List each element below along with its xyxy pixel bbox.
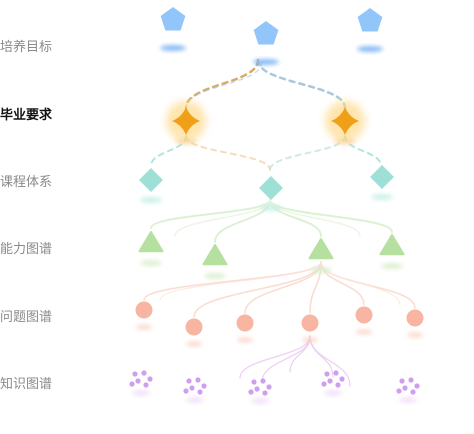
circle-icon bbox=[185, 318, 203, 336]
dot-cluster-icon bbox=[129, 370, 153, 388]
dot-cluster-icon bbox=[183, 377, 207, 395]
pentagon-icon bbox=[253, 21, 279, 45]
diamond-shadow-2 bbox=[371, 194, 393, 200]
dot-cluster-icon-dot-1 bbox=[333, 370, 339, 376]
circle-icon bbox=[301, 314, 319, 332]
dot-cluster-icon-dot-4 bbox=[335, 382, 341, 388]
circle-shadow-1 bbox=[186, 341, 202, 347]
dot-cluster-icon-dot-2 bbox=[339, 376, 345, 382]
pentagon-shadow-0 bbox=[160, 45, 186, 51]
nodes-layer bbox=[129, 7, 424, 404]
dot-cluster-icon-dot-3 bbox=[402, 385, 408, 391]
dot-cluster-icon bbox=[248, 378, 272, 396]
edge-diamond-triangle-3 bbox=[269, 199, 393, 233]
dot-cluster-icon-dot-2 bbox=[201, 383, 207, 389]
dot-cluster-icon-dot-3 bbox=[254, 386, 260, 392]
edge-star-left-diamond bbox=[185, 135, 271, 171]
edge-goal-star-left-b bbox=[185, 61, 263, 109]
dot-cluster-icon-dot-2 bbox=[414, 383, 420, 389]
triangle-shadow-3 bbox=[381, 263, 403, 269]
row-label-course-system: 课程体系 bbox=[0, 175, 53, 190]
row-label-knowledge-graph: 知识图谱 bbox=[0, 377, 53, 392]
triangle-icon bbox=[379, 234, 405, 256]
pentagon-shadow-2 bbox=[357, 46, 383, 52]
dot-cluster-icon-dot-0 bbox=[132, 371, 138, 377]
triangle-shadow-1 bbox=[204, 273, 226, 279]
dot-cluster-icon-dot-3 bbox=[327, 378, 333, 384]
dots-shadow-4 bbox=[399, 397, 417, 403]
dot-cluster-icon-dot-5 bbox=[129, 381, 135, 387]
edge-star-right-diamond bbox=[269, 135, 346, 171]
diamond-icon bbox=[259, 176, 283, 200]
edge-diamond-triangle-2 bbox=[269, 199, 322, 237]
edge-diamond-triangle-0 bbox=[150, 199, 271, 229]
dot-cluster-icon-dot-0 bbox=[324, 371, 330, 377]
dot-cluster-icon-dot-3 bbox=[189, 385, 195, 391]
star-icon bbox=[172, 107, 200, 135]
diamond-shadow-0 bbox=[140, 197, 162, 203]
dot-cluster-icon-dot-5 bbox=[248, 389, 254, 395]
dots-shadow-3 bbox=[324, 390, 342, 396]
dot-cluster-icon-dot-1 bbox=[141, 370, 147, 376]
pentagon-icon bbox=[160, 7, 186, 31]
dot-cluster-icon bbox=[321, 370, 345, 388]
diamond-icon bbox=[370, 165, 394, 189]
edge-goal-star-left bbox=[184, 58, 260, 110]
dot-cluster-icon-dot-3 bbox=[135, 378, 141, 384]
dot-cluster-icon-dot-5 bbox=[396, 388, 402, 394]
edge-triangle-circle-1 bbox=[193, 261, 322, 318]
dot-cluster-icon-dot-0 bbox=[186, 378, 192, 384]
circle-icon bbox=[355, 306, 373, 324]
pentagon-icon bbox=[357, 8, 383, 32]
dots-shadow-0 bbox=[132, 390, 150, 396]
triangle-icon bbox=[308, 238, 334, 260]
dot-cluster-icon-dot-1 bbox=[260, 378, 266, 384]
dot-cluster-icon-dot-4 bbox=[262, 390, 268, 396]
dots-shadow-1 bbox=[186, 397, 204, 403]
edge-circle-dots-3 bbox=[239, 335, 311, 379]
dots-shadow-2 bbox=[251, 398, 269, 404]
circle-icon bbox=[406, 309, 424, 327]
dot-cluster-icon-dot-2 bbox=[147, 376, 153, 382]
circle-shadow-4 bbox=[356, 329, 372, 335]
dot-cluster-icon-dot-4 bbox=[143, 382, 149, 388]
dot-cluster-icon bbox=[396, 377, 420, 395]
circle-shadow-0 bbox=[136, 324, 152, 330]
edge-triangle-circle-extra-1 bbox=[159, 261, 322, 301]
dot-cluster-icon-dot-2 bbox=[266, 384, 272, 390]
dot-cluster-icon-dot-1 bbox=[195, 377, 201, 383]
row-label-problem-graph: 问题图谱 bbox=[0, 310, 53, 325]
triangle-shadow-0 bbox=[140, 260, 162, 266]
circle-shadow-3 bbox=[302, 337, 318, 343]
triangle-icon bbox=[138, 231, 164, 253]
circle-shadow-5 bbox=[407, 332, 423, 338]
circle-icon bbox=[236, 314, 254, 332]
star-icon bbox=[331, 107, 359, 135]
dot-cluster-icon-dot-4 bbox=[410, 389, 416, 395]
triangle-icon bbox=[202, 244, 228, 266]
triangle-shadow-2 bbox=[310, 267, 332, 273]
pentagon-shadow-1 bbox=[253, 59, 279, 65]
row-label-graduation-requirement: 毕业要求 bbox=[0, 108, 53, 123]
diamond-icon bbox=[139, 168, 163, 192]
dot-cluster-icon-dot-5 bbox=[321, 381, 327, 387]
circle-shadow-2 bbox=[237, 337, 253, 343]
diamond-shadow-1 bbox=[260, 205, 282, 211]
dot-cluster-icon-dot-5 bbox=[183, 388, 189, 394]
dot-cluster-icon-dot-0 bbox=[399, 378, 405, 384]
dot-cluster-icon-dot-0 bbox=[251, 379, 257, 385]
circle-icon bbox=[135, 301, 153, 319]
dot-cluster-icon-dot-1 bbox=[408, 377, 414, 383]
row-label-ability-graph: 能力图谱 bbox=[0, 242, 53, 257]
row-label-training-goal: 培养目标 bbox=[0, 40, 53, 55]
dot-cluster-icon-dot-4 bbox=[197, 389, 203, 395]
edge-goal-star-right bbox=[256, 58, 347, 110]
